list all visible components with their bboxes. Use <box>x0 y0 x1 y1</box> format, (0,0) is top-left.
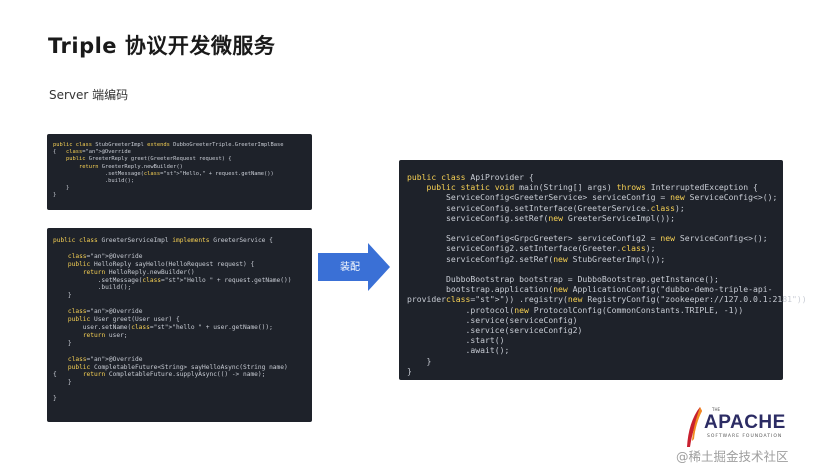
code-line: public GreeterReply greet(GreeterRequest… <box>65 156 232 163</box>
code-line: } <box>53 292 72 300</box>
code-line: return user; <box>82 331 128 339</box>
code-line: .service(serviceConfig) <box>407 314 578 325</box>
code-line: ServiceConfig<GreeterService> serviceCon… <box>407 192 778 203</box>
code-line: public HelloReply sayHello(HelloRequest … <box>67 260 255 268</box>
arrow-right-icon <box>318 243 390 291</box>
code-line <box>53 348 306 356</box>
code-line: class="an">@Override <box>67 308 143 316</box>
logo-the-text: THE <box>712 407 720 412</box>
code-line: DubboBootstrap bootstrap = DubboBootstra… <box>407 274 719 285</box>
logo-foundation-text: SOFTWARE FOUNDATION <box>707 434 783 439</box>
slide-title: Triple 协议开发微服务 <box>48 34 276 58</box>
code-line: } <box>53 192 57 199</box>
code-line: return HelloReply.newBuilder() <box>82 268 195 276</box>
code-line: .await(); <box>407 345 510 356</box>
arrow-label: 装配 <box>340 262 360 273</box>
code-line: serviceConfig.setRef(new GreeterServiceI… <box>407 212 676 223</box>
code-line: public class StubGreeterImpl extends Dub… <box>53 142 284 148</box>
apache-feather-icon <box>687 407 702 447</box>
code-line <box>407 223 775 233</box>
code-block-api-provider: public class ApiProvider { public static… <box>399 160 807 380</box>
code-line: bootstrap.application(new ApplicationCon… <box>407 284 773 295</box>
code-line: serviceConfig.setInterface(GreeterServic… <box>407 202 685 213</box>
code-block-stub-greeter: public class StubGreeterImpl extends Dub… <box>47 134 312 210</box>
code-line: public class ApiProvider { <box>407 172 534 182</box>
code-line: return GreeterReply.newBuilder() <box>78 163 183 170</box>
code-line: .setMessage(class="st">"Hello," + reques… <box>53 170 274 177</box>
code-line: { class="an">@Override <box>53 149 131 156</box>
code-line: } <box>53 395 57 403</box>
code-line: class="an">@Override <box>67 252 143 260</box>
code-line: ServiceConfig<GrpcGreeter> serviceConfig… <box>407 233 768 244</box>
code-line: .build(); <box>53 178 135 185</box>
code-line <box>53 245 306 253</box>
code-line: serviceConfig2.setRef(new StubGreeterImp… <box>407 253 666 264</box>
code-line: .protocol(new ProtocolConfig(CommonConst… <box>407 304 744 315</box>
code-line: { return CompletableFuture.supplyAsync((… <box>53 371 266 379</box>
code-line: } <box>407 355 432 366</box>
watermark: @稀土掘金技术社区 <box>676 449 789 464</box>
code-line <box>53 387 306 395</box>
code-line: class="an">@Override <box>67 355 143 363</box>
code-line: public class GreeterServiceImpl implemen… <box>53 237 273 244</box>
slide-subtitle: Server 端编码 <box>49 88 129 102</box>
code-line: } <box>53 339 72 347</box>
code-line: .service(serviceConfig2) <box>407 325 583 336</box>
code-line: providerclass="st">")) .registry(new Reg… <box>407 294 807 305</box>
code-line: .build(); <box>53 284 132 292</box>
code-line: .start() <box>407 335 505 346</box>
code-line: } <box>53 185 70 192</box>
code-line: public CompletableFuture<String> sayHell… <box>67 363 288 371</box>
code-line: public User greet(User user) { <box>67 316 180 324</box>
code-line <box>53 300 306 308</box>
logo-apache-text: APACHE <box>704 412 786 433</box>
code-line: } <box>53 379 72 387</box>
code-line: user.setName(class="st">"hello " + user.… <box>53 323 273 331</box>
code-line <box>407 264 775 274</box>
code-block-greeter-service: public class GreeterServiceImpl implemen… <box>47 228 312 422</box>
code-line: } <box>407 365 412 376</box>
code-line: public static void main(String[] args) t… <box>426 182 758 193</box>
code-line: serviceConfig2.setInterface(Greeter.clas… <box>407 243 656 254</box>
code-line: .setMessage(class="st">"Hello " + reques… <box>53 276 292 284</box>
